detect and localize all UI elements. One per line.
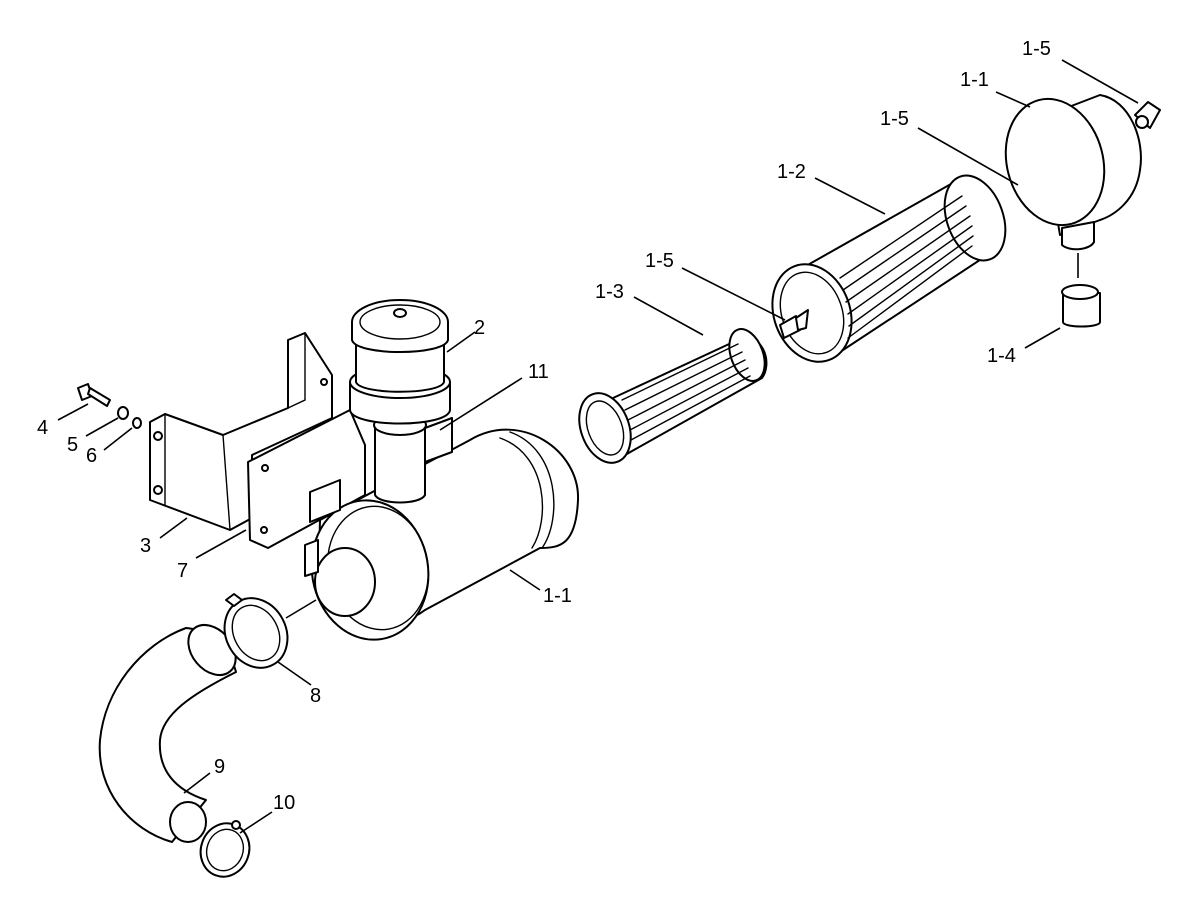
- part-bolt: [77, 383, 111, 407]
- part-hose-elbow: [98, 623, 237, 843]
- callout-2: 2: [474, 317, 485, 339]
- callout-1-1-top: 1-1: [960, 69, 989, 91]
- callout-8: 8: [310, 685, 321, 707]
- callout-1-4: 1-4: [987, 345, 1016, 367]
- callout-5: 5: [67, 434, 78, 456]
- callout-7: 7: [177, 560, 188, 582]
- leader-lines: [57, 59, 1139, 834]
- part-precleaner-cap: [349, 299, 451, 425]
- callout-11: 11: [528, 361, 549, 383]
- part-washer-lock: [132, 417, 142, 429]
- part-wing-nut-top: [1134, 101, 1161, 129]
- callout-3: 3: [140, 535, 151, 557]
- callout-1-3: 1-3: [595, 281, 624, 303]
- callout-1-5-low: 1-5: [645, 250, 674, 272]
- part-air-cleaner-housing: [304, 417, 580, 641]
- callout-1-2: 1-2: [777, 161, 806, 183]
- part-outer-filter-element: [771, 174, 1007, 363]
- part-intake-neck: [373, 414, 427, 504]
- part-end-cover: [1004, 94, 1142, 251]
- callout-4: 4: [37, 417, 48, 439]
- part-inner-filter-element: [578, 328, 768, 464]
- callout-10: 10: [273, 792, 295, 814]
- callout-1-5-top: 1-5: [1022, 38, 1051, 60]
- part-washer-flat: [117, 406, 129, 420]
- part-hose-clamp-small: [199, 820, 251, 878]
- part-hose-clamp-large: [223, 593, 289, 669]
- part-wing-nut-low: [779, 309, 809, 339]
- callout-1-1-main: 1-1: [543, 585, 572, 607]
- part-mounting-bracket: [149, 332, 333, 531]
- callout-9: 9: [214, 756, 225, 778]
- callout-1-5-mid: 1-5: [880, 108, 909, 130]
- part-dust-valve: [1061, 284, 1101, 328]
- callout-6: 6: [86, 445, 97, 467]
